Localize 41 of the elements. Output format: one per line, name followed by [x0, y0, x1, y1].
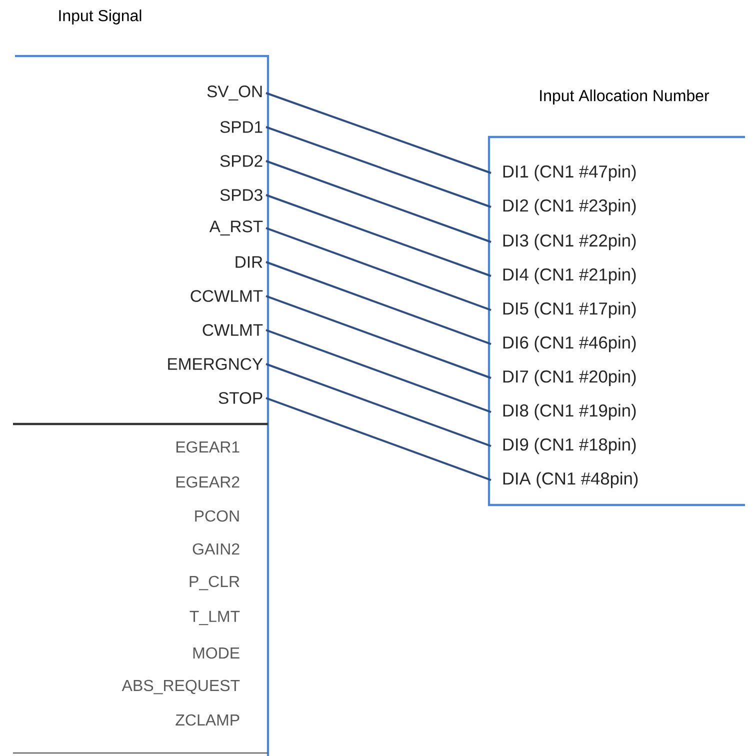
pin-label: DI6 (CN1 #46pin) — [503, 336, 636, 352]
pin-label: DI8 (CN1 #19pin) — [503, 404, 636, 420]
wire — [266, 295, 492, 379]
signal-name: EGEAR2 — [176, 476, 240, 488]
signal-name: P_CLR — [190, 576, 240, 590]
signal-name: SPD2 — [220, 155, 262, 167]
pin-label: DI1 (CN1 #47pin) — [503, 164, 636, 182]
heading: Input Signal — [59, 10, 142, 24]
signal-name: ZCLAMP — [176, 714, 240, 726]
wire — [266, 329, 492, 413]
wire — [266, 126, 492, 208]
signal-name: EMERGNCY — [168, 358, 263, 370]
pin-label: DI5 (CN1 #17pin) — [503, 302, 636, 318]
signal-name: CWLMT — [202, 324, 263, 336]
wire — [266, 227, 492, 311]
signal-name: CCWLMT — [190, 290, 263, 302]
wire — [266, 261, 492, 345]
wire — [266, 160, 492, 243]
signal-name: SV_ON — [207, 86, 262, 100]
signal-name: STOP — [218, 392, 262, 404]
signal-name: SPD1 — [220, 121, 262, 133]
wire — [266, 194, 492, 277]
wire — [266, 92, 492, 174]
wire — [266, 397, 492, 481]
signal-name: MODE — [193, 647, 240, 659]
pin-label: DI4 (CN1 #21pin) — [503, 268, 636, 284]
signal-name: DIR — [236, 256, 262, 268]
signal-name: T_LMT — [190, 610, 240, 626]
wire — [266, 363, 492, 447]
pin-label: DIA (CN1 #48pin) — [503, 472, 638, 488]
signal-name: GAIN2 — [192, 543, 240, 555]
heading: Input Allocation Number — [540, 90, 710, 104]
pin-label: DI3 (CN1 #22pin) — [503, 234, 636, 250]
signal-name: ABS_REQUEST — [122, 680, 240, 694]
pin-label: DI7 (CN1 #20pin) — [503, 370, 636, 386]
signal-name: SPD3 — [220, 189, 262, 201]
signal-name: A_RST — [209, 220, 263, 236]
signal-name: EGEAR1 — [176, 441, 240, 453]
signal-name: PCON — [195, 510, 239, 522]
pin-label: DI9 (CN1 #18pin) — [503, 438, 636, 454]
pin-label: DI2 (CN1 #23pin) — [503, 198, 636, 216]
